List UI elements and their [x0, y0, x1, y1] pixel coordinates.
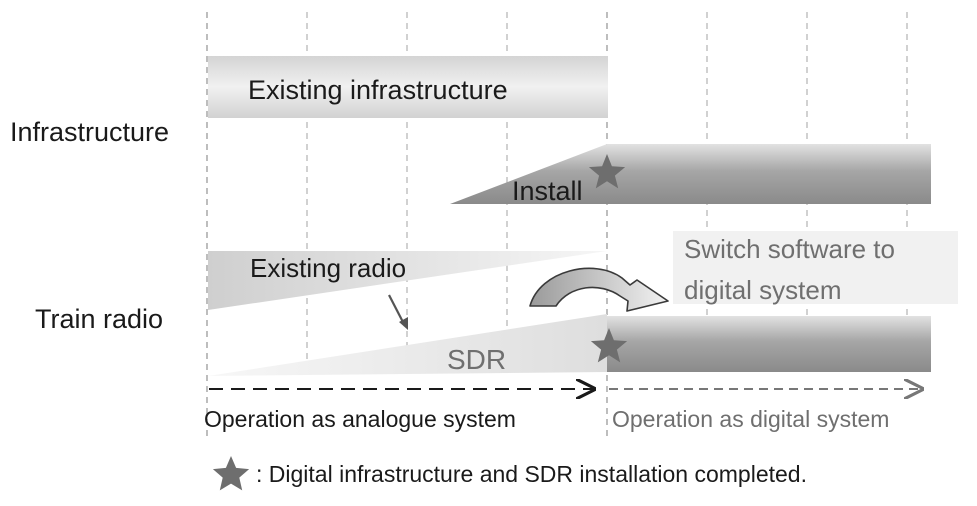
sdr-digital-bar [607, 316, 931, 372]
sdr-light-bar [208, 314, 607, 376]
sdr-label: SDR [447, 344, 506, 375]
row-label-train-radio: Train radio [35, 304, 163, 334]
analogue-phase-label: Operation as analogue system [204, 406, 516, 432]
star-icon [588, 154, 626, 189]
star-icon [212, 456, 250, 491]
existing-infrastructure-label: Existing infrastructure [248, 75, 508, 105]
legend-text: : Digital infrastructure and SDR install… [256, 461, 807, 487]
digital-phase-label: Operation as digital system [612, 406, 889, 432]
existing-infrastructure-bar [208, 56, 608, 118]
star-icon [590, 328, 628, 363]
row-label-infrastructure: Infrastructure [10, 117, 169, 147]
existing-radio-bar [208, 251, 607, 310]
switch-software-callout-bg [673, 231, 958, 304]
switch-software-line2: digital system [684, 275, 842, 305]
existing-radio-pointer-head [399, 317, 408, 330]
digital-infrastructure-bar [450, 144, 931, 204]
switch-arrow [529, 267, 669, 312]
install-label: Install [512, 176, 583, 206]
existing-radio-label: Existing radio [250, 253, 406, 283]
switch-software-line1: Switch software to [684, 234, 895, 264]
